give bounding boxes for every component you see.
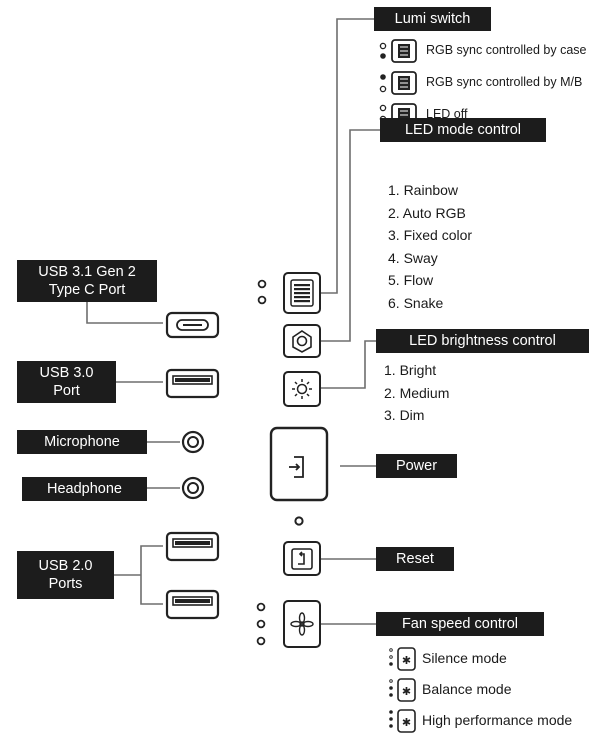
microphone-jack: [181, 430, 205, 454]
usb-2-0-port-top: [165, 531, 220, 562]
led-mode-item: 6. Snake: [388, 294, 444, 311]
fan-mode-silence-icon: ✱: [389, 647, 416, 671]
label-headphone: Headphone: [22, 477, 147, 501]
fan-speed-indicators: [256, 602, 266, 646]
brightness-item: 1. Bright: [384, 362, 437, 378]
headphone-jack: [181, 476, 205, 500]
label-usb-3-0-line2: Port: [53, 383, 80, 399]
label-led-mode-control: LED mode control: [380, 118, 546, 142]
connector-led-mode: [320, 129, 380, 342]
label-usb-3-1-type-c: USB 3.1 Gen 2 Type C Port: [17, 260, 157, 302]
label-usb-2-0-line1: USB 2.0: [38, 558, 93, 574]
connector-lumi: [319, 18, 374, 294]
power-icon: [289, 456, 304, 478]
switch-icon: [294, 284, 310, 303]
fan-mode-balance-icon: ✱: [389, 678, 416, 702]
label-usb-3-1-line2: Type C Port: [48, 282, 126, 298]
fan-icon: [290, 612, 314, 636]
brightness-item: 2. Medium: [384, 384, 450, 401]
fan-mode-balance: Balance mode: [422, 681, 512, 697]
connector-lines: [86, 18, 380, 625]
label-usb-2-0-line2: Ports: [48, 576, 83, 592]
lumi-option-off: LED off: [426, 107, 468, 121]
power-indicator: [294, 516, 304, 526]
reset-icon: [291, 548, 313, 570]
led-mode-item: 3. Fixed color: [388, 227, 473, 243]
connector-usb20-bracket: [140, 545, 163, 605]
svg-text:✱: ✱: [402, 685, 411, 698]
connector-brightness: [320, 340, 376, 389]
lumi-option-case: RGB sync controlled by case: [426, 43, 587, 57]
usb-type-c-port: [165, 311, 220, 339]
label-microphone: Microphone: [17, 430, 147, 454]
lumi-option-mb: RGB sync controlled by M/B: [426, 75, 583, 89]
usb-3-0-port: [165, 368, 220, 399]
led-brightness-button[interactable]: [283, 371, 321, 407]
led-mode-button[interactable]: [283, 324, 321, 358]
led-mode-item: 4. Sway: [388, 249, 438, 266]
label-reset: Reset: [376, 547, 454, 571]
label-usb-3-0: USB 3.0 Port: [17, 361, 116, 403]
lumi-option-mb-icon: [379, 71, 417, 95]
led-mode-item: 1. Rainbow: [388, 182, 459, 198]
label-usb-3-0-line1: USB 3.0: [39, 365, 94, 381]
label-usb-2-0: USB 2.0 Ports: [17, 551, 114, 599]
fan-mode-silence: Silence mode: [422, 650, 507, 666]
fan-speed-button[interactable]: [283, 600, 321, 648]
led-mode-icon: [292, 330, 312, 353]
led-mode-item: 5. Flow: [388, 272, 434, 288]
label-fan-speed-control: Fan speed control: [376, 612, 544, 636]
power-button[interactable]: [269, 426, 329, 502]
connector-usb31: [86, 302, 163, 324]
lumi-switch-indicators: [257, 279, 267, 305]
usb-2-0-port-bottom: [165, 589, 220, 620]
label-power: Power: [376, 454, 457, 478]
fan-mode-high-performance: High performance mode: [422, 712, 573, 728]
svg-text:✱: ✱: [402, 654, 411, 667]
fan-mode-high-icon: ✱: [389, 709, 416, 733]
lumi-option-case-icon: [379, 39, 417, 63]
brightness-item: 3. Dim: [384, 407, 425, 423]
lumi-switch[interactable]: [283, 272, 321, 314]
reset-button[interactable]: [283, 541, 321, 576]
label-usb-3-1-line1: USB 3.1 Gen 2: [38, 264, 136, 280]
svg-text:✱: ✱: [402, 716, 411, 729]
led-mode-item: 2. Auto RGB: [388, 204, 466, 221]
sun-icon: [292, 379, 312, 399]
led-mode-list: 1. Rainbow 2. Auto RGB 3. Fixed color 4.…: [388, 179, 472, 314]
label-lumi-switch: Lumi switch: [374, 7, 491, 31]
brightness-list: 1. Bright 2. Medium 3. Dim: [384, 359, 449, 427]
label-led-brightness-control: LED brightness control: [376, 329, 589, 353]
